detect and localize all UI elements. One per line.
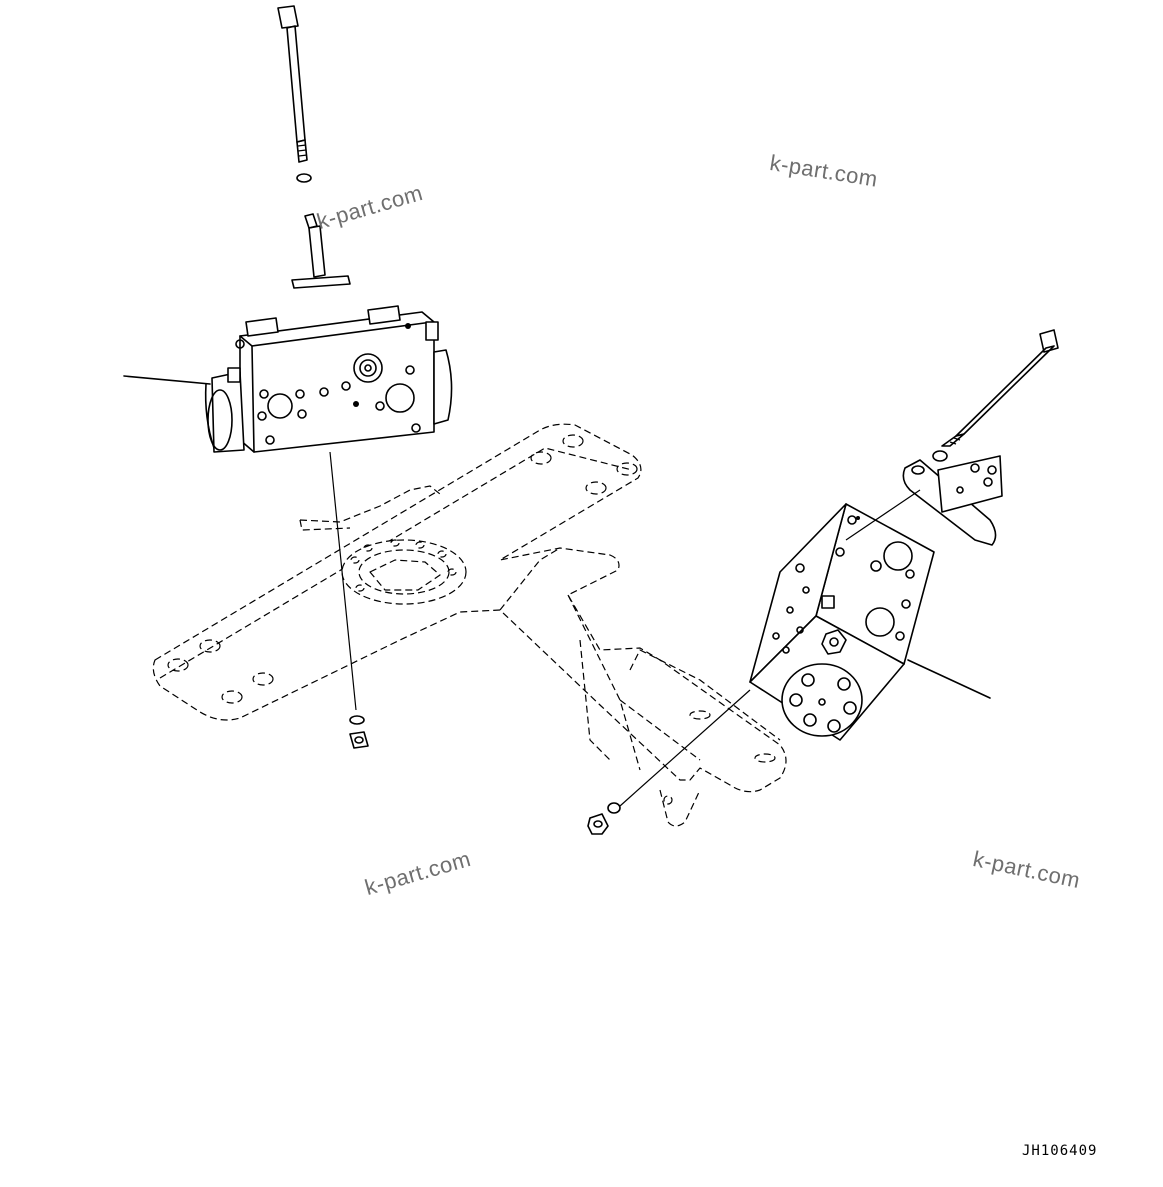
figure-id-label: JH106409	[1022, 1143, 1098, 1159]
left-lower-washer	[349, 715, 365, 725]
left-valve-assembly	[123, 5, 453, 749]
right-valve-leader-line	[907, 659, 991, 699]
right-valve-assembly	[587, 329, 1059, 835]
right-valve-block	[749, 503, 935, 741]
right-lower-washer	[607, 802, 621, 814]
left-spacer-plate	[291, 275, 351, 289]
left-upper-washer	[296, 173, 312, 183]
left-lower-nut	[349, 731, 369, 749]
right-long-bolt	[941, 329, 1059, 447]
left-valve-body	[204, 305, 453, 453]
left-stud-centerline	[329, 451, 357, 711]
left-long-bolt	[277, 5, 308, 163]
right-lower-nut	[587, 813, 609, 835]
right-stud-centerline	[845, 489, 921, 541]
frame-bracket	[152, 423, 787, 827]
right-upper-washer	[932, 450, 948, 462]
right-mounting-plate	[902, 455, 1003, 546]
left-valve-leader-line	[123, 375, 211, 385]
